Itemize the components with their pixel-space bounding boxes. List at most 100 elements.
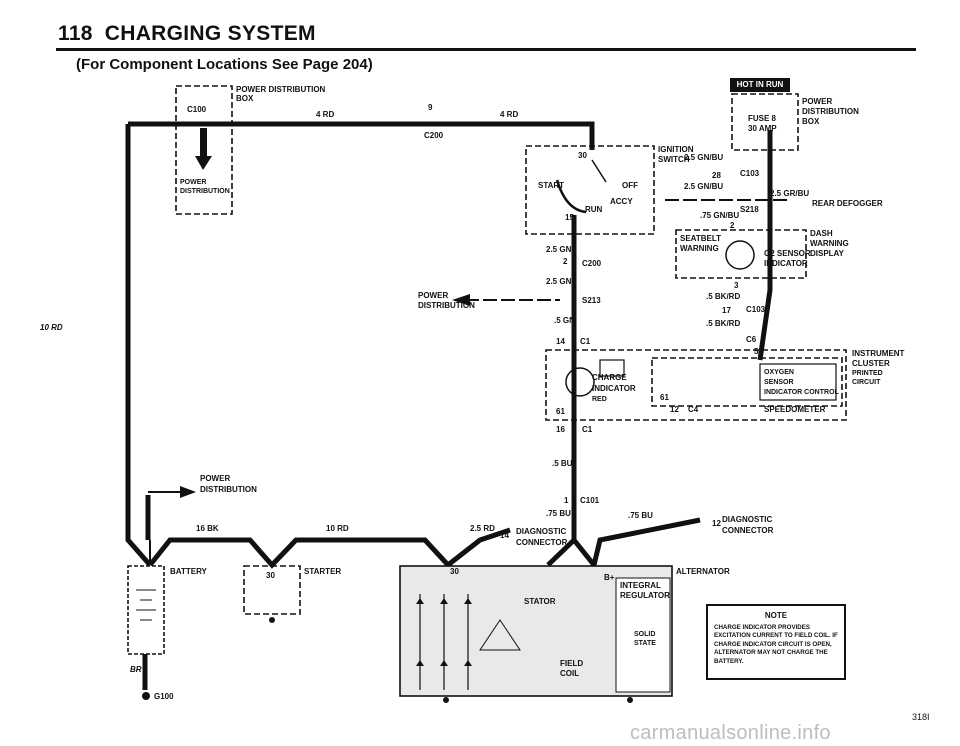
ground-g100-icon: [142, 692, 150, 700]
power-dist-inner-2: DISTRIBUTION: [180, 188, 230, 195]
svg-text:DASH: DASH: [810, 229, 833, 238]
svg-text:10 RD: 10 RD: [40, 323, 63, 332]
svg-text:SENSOR: SENSOR: [764, 379, 794, 386]
power-dist-box-label-2: BOX: [236, 94, 254, 103]
svg-text:PRINTED: PRINTED: [852, 370, 883, 377]
svg-text:1: 1: [564, 496, 569, 505]
svg-text:.5 BK/RD: .5 BK/RD: [706, 292, 740, 301]
o2-lamp-icon: [725, 240, 755, 270]
svg-text:S213: S213: [582, 296, 601, 305]
connector-c100: C100: [187, 105, 207, 114]
battery-symbol-icon: [599, 359, 625, 377]
svg-text:INDICATOR CONTROL: INDICATOR CONTROL: [764, 389, 840, 396]
svg-text:INDICATOR: INDICATOR: [764, 259, 808, 268]
svg-text:30: 30: [266, 571, 275, 580]
fuse-box-label-3: BOX: [802, 117, 820, 126]
svg-text:C6: C6: [746, 335, 757, 344]
svg-text:52: 52: [754, 347, 763, 356]
power-dist-left-arrow-icon: [180, 486, 196, 498]
svg-text:2.5 GR/BU: 2.5 GR/BU: [770, 189, 809, 198]
svg-text:.5 BK/RD: .5 BK/RD: [706, 319, 740, 328]
svg-text:.5 BU: .5 BU: [552, 459, 573, 468]
svg-text:SPEEDOMETER: SPEEDOMETER: [764, 405, 826, 414]
wire-battery-starter: [148, 527, 511, 569]
svg-text:POWER: POWER: [200, 474, 230, 483]
svg-text:ACCY: ACCY: [610, 197, 633, 206]
svg-text:61: 61: [660, 393, 669, 402]
ignition-label-1: IGNITION: [658, 145, 694, 154]
svg-text:STATE: STATE: [634, 640, 656, 647]
svg-text:SEATBELT: SEATBELT: [680, 234, 721, 243]
svg-text:DIAGNOSTIC: DIAGNOSTIC: [722, 515, 772, 524]
charge-lamp-icon: [565, 367, 595, 397]
svg-text:BR: BR: [130, 665, 142, 674]
power-dist-arrow-icon: [452, 294, 470, 306]
page-number: 118: [58, 22, 93, 45]
svg-text:C4: C4: [688, 405, 699, 414]
svg-text:CHARGE: CHARGE: [592, 373, 627, 382]
fuse-box-label-1: POWER: [802, 97, 832, 106]
svg-text:C1: C1: [580, 337, 591, 346]
note-box: NOTE CHARGE INDICATOR PROVIDES EXCITATIO…: [706, 604, 846, 680]
power-dist-box-label-1: POWER DISTRIBUTION: [236, 85, 326, 94]
svg-text:OFF: OFF: [622, 181, 638, 190]
svg-text:DISTRIBUTION: DISTRIBUTION: [418, 301, 475, 310]
footer-code: 318I: [912, 712, 930, 722]
starter-box: [243, 565, 301, 615]
svg-text:RUN: RUN: [585, 205, 603, 214]
svg-text:FIELD: FIELD: [560, 659, 583, 668]
svg-text:INTEGRAL: INTEGRAL: [620, 581, 661, 590]
wire-label-4rd-a: 4 RD: [316, 110, 334, 119]
svg-text:WARNING: WARNING: [810, 239, 849, 248]
svg-text:14: 14: [500, 531, 509, 540]
rear-defogger-label: REAR DEFOGGER: [812, 199, 883, 208]
wire-4rd-top: [128, 121, 595, 150]
power-distribution-box-left: [175, 85, 233, 215]
wire-diagnostic: [572, 517, 701, 571]
svg-text:C1: C1: [582, 425, 593, 434]
svg-text:2.5 GN: 2.5 GN: [546, 277, 572, 286]
svg-text:30: 30: [578, 151, 587, 160]
fuse-box-label-2: DISTRIBUTION: [802, 107, 859, 116]
pin-9: 9: [428, 103, 433, 112]
watermark: carmanualsonline.info: [630, 722, 831, 744]
connector-c200-top: C200: [424, 131, 444, 140]
svg-text:.75 GN/BU: .75 GN/BU: [700, 211, 739, 220]
svg-text:61: 61: [556, 407, 565, 416]
power-dist-inner-1: POWER: [180, 179, 206, 186]
svg-text:2: 2: [563, 257, 568, 266]
svg-text:.75 BU: .75 BU: [546, 509, 571, 518]
svg-text:2.5 RD: 2.5 RD: [470, 524, 495, 533]
stator-winding-icon: [479, 619, 521, 651]
ignition-label-2: SWITCH: [658, 155, 690, 164]
svg-text:2.5 GN/BU: 2.5 GN/BU: [684, 153, 723, 162]
svg-text:DISTRIBUTION: DISTRIBUTION: [200, 485, 257, 494]
hot-in-run-badge: HOT IN RUN: [730, 78, 790, 92]
svg-text:15: 15: [565, 213, 574, 222]
svg-text:C200: C200: [582, 259, 602, 268]
svg-text:REGULATOR: REGULATOR: [620, 591, 670, 600]
svg-text:CIRCUIT: CIRCUIT: [852, 379, 881, 386]
wire-right-column: [757, 130, 773, 361]
svg-text:C103: C103: [740, 169, 760, 178]
page-title-text: CHARGING SYSTEM: [104, 22, 316, 45]
svg-text:CONNECTOR: CONNECTOR: [516, 538, 568, 547]
svg-text:CLUSTER: CLUSTER: [852, 359, 890, 368]
svg-text:COIL: COIL: [560, 669, 579, 678]
svg-text:28: 28: [712, 171, 721, 180]
svg-text:10 RD: 10 RD: [326, 524, 349, 533]
page-title: 118 CHARGING SYSTEM: [58, 22, 316, 46]
svg-text:.75 BU: .75 BU: [628, 511, 653, 520]
dash-warning-box: [675, 229, 807, 279]
fuse-label-1: FUSE 8: [748, 114, 777, 123]
page-subtitle: (For Component Locations See Page 204): [76, 56, 373, 73]
svg-text:O2 SENSOR: O2 SENSOR: [764, 249, 811, 258]
ignition-switch-box: [525, 145, 655, 235]
stator-label: STATOR: [524, 597, 556, 606]
svg-text:BATTERY: BATTERY: [170, 567, 208, 576]
wire-10rd-left: [125, 124, 152, 567]
svg-text:12: 12: [712, 519, 721, 528]
svg-text:16: 16: [556, 425, 565, 434]
svg-text:RED: RED: [592, 396, 607, 403]
